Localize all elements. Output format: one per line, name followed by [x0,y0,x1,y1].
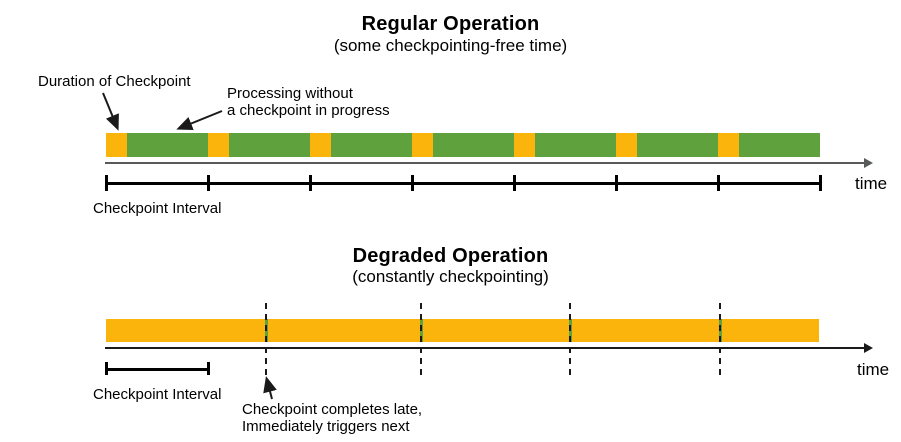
processing-label-line2: a checkpoint in progress [227,101,390,119]
regular-operation-subtitle: (some checkpointing-free time) [333,36,568,55]
checkpoint-segment [208,133,229,157]
ruler-tick [309,175,312,191]
bracket-line [106,368,208,371]
processing-label: Processing without a checkpoint in progr… [227,85,390,119]
late-checkpoint-annotation-arrow-icon [263,376,277,400]
ruler-tick [513,175,516,191]
degraded-checkpoint-interval-label: Checkpoint Interval [93,386,222,403]
regular-time-axis [105,162,865,164]
regular-checkpoint-interval-label: Checkpoint Interval [93,200,222,217]
checkpoint-segment [718,133,739,157]
processing-annotation-arrow-icon [176,110,223,130]
regular-time-axis-arrowhead-icon [864,158,873,168]
checkpoint-boundary-dashed-line [569,303,571,377]
ruler-tick [105,175,108,191]
checkpoint-segment [514,133,535,157]
ruler-tick [207,175,210,191]
duration-annotation-arrow-icon [102,92,119,131]
ruler-tick [717,175,720,191]
checkpoint-segment [310,133,331,157]
ruler-tick [819,175,822,191]
late-checkpoint-label-line2: Immediately triggers next [242,417,410,435]
bracket-tick [105,362,108,375]
bracket-tick [207,362,210,375]
ruler-tick [411,175,414,191]
regular-operation-title: Regular Operation [361,13,540,35]
checkpoint-boundary-dashed-line [420,303,422,377]
degraded-operation-subtitle: (constantly checkpointing) [352,267,549,286]
late-checkpoint-label: Checkpoint completes late, Immediately t… [242,401,423,435]
regular-operation-bar [106,133,820,157]
ruler-tick [615,175,618,191]
degraded-operation-bar [106,319,819,342]
degraded-time-axis-arrowhead-icon [864,343,873,353]
late-checkpoint-label-line1: Checkpoint completes late, [242,401,423,418]
degraded-time-label: time [857,360,890,379]
checkpoint-boundary-dashed-line [265,303,267,377]
checkpoint-boundary-dashed-line [719,303,721,377]
duration-of-checkpoint-label: Duration of Checkpoint [38,73,191,90]
checkpoint-segment [616,133,637,157]
regular-time-label: time [855,174,888,193]
checkpoint-segment [412,133,433,157]
checkpoint-segment [106,133,127,157]
degraded-time-axis [105,347,865,349]
degraded-operation-title: Degraded Operation [352,245,549,267]
processing-label-line1: Processing without [227,85,353,102]
ruler-line [106,182,820,185]
